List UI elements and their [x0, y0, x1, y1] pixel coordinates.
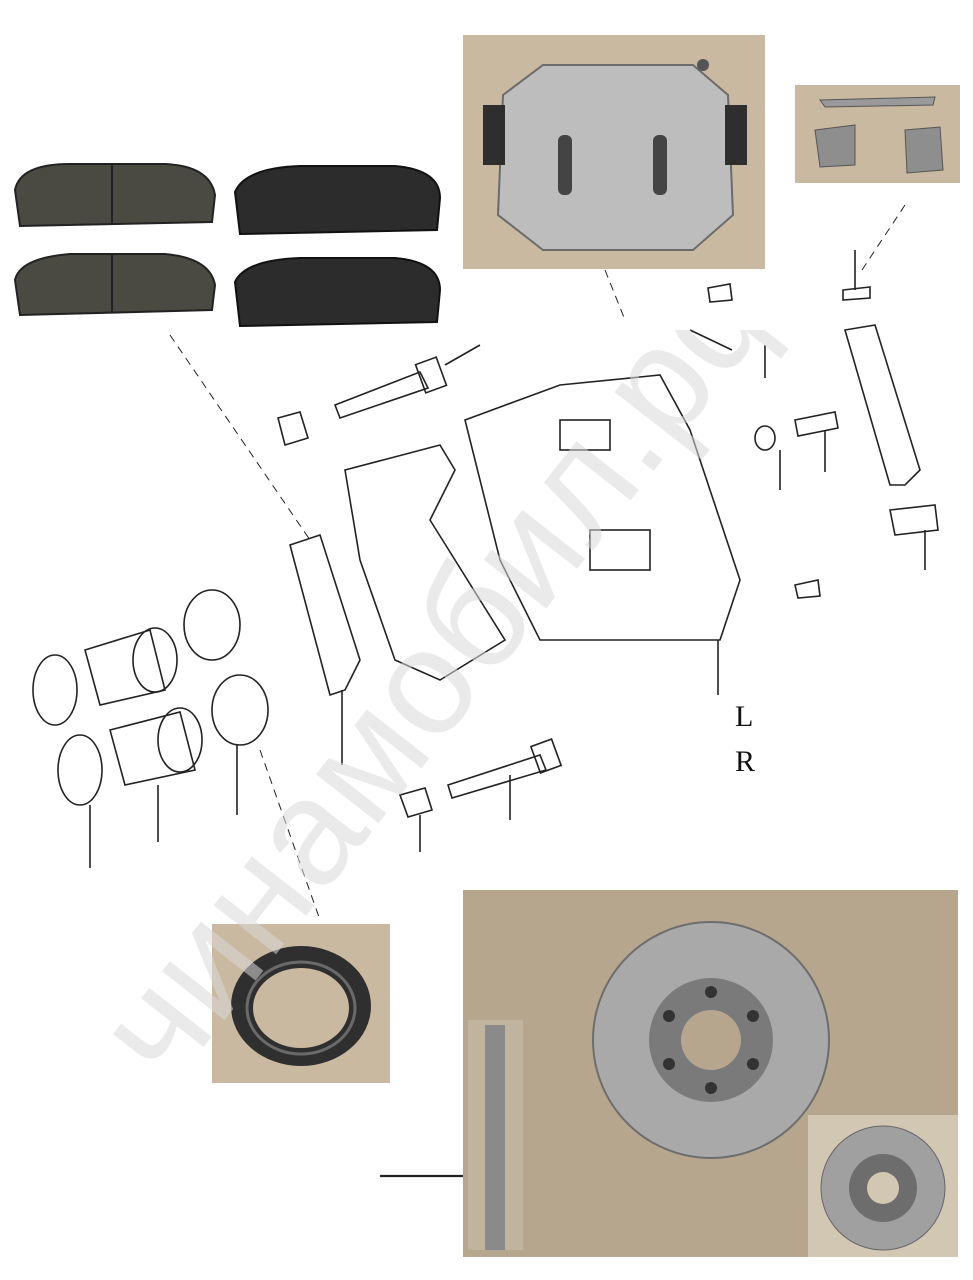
brake-disc-photo	[463, 890, 958, 1257]
label-left: L	[735, 700, 754, 733]
pad-clip-photo	[795, 85, 960, 183]
piston-seal-photo	[212, 924, 390, 1083]
brake-pads-photo	[0, 150, 460, 340]
label-right: R	[735, 745, 756, 778]
caliper-photo	[463, 35, 765, 269]
